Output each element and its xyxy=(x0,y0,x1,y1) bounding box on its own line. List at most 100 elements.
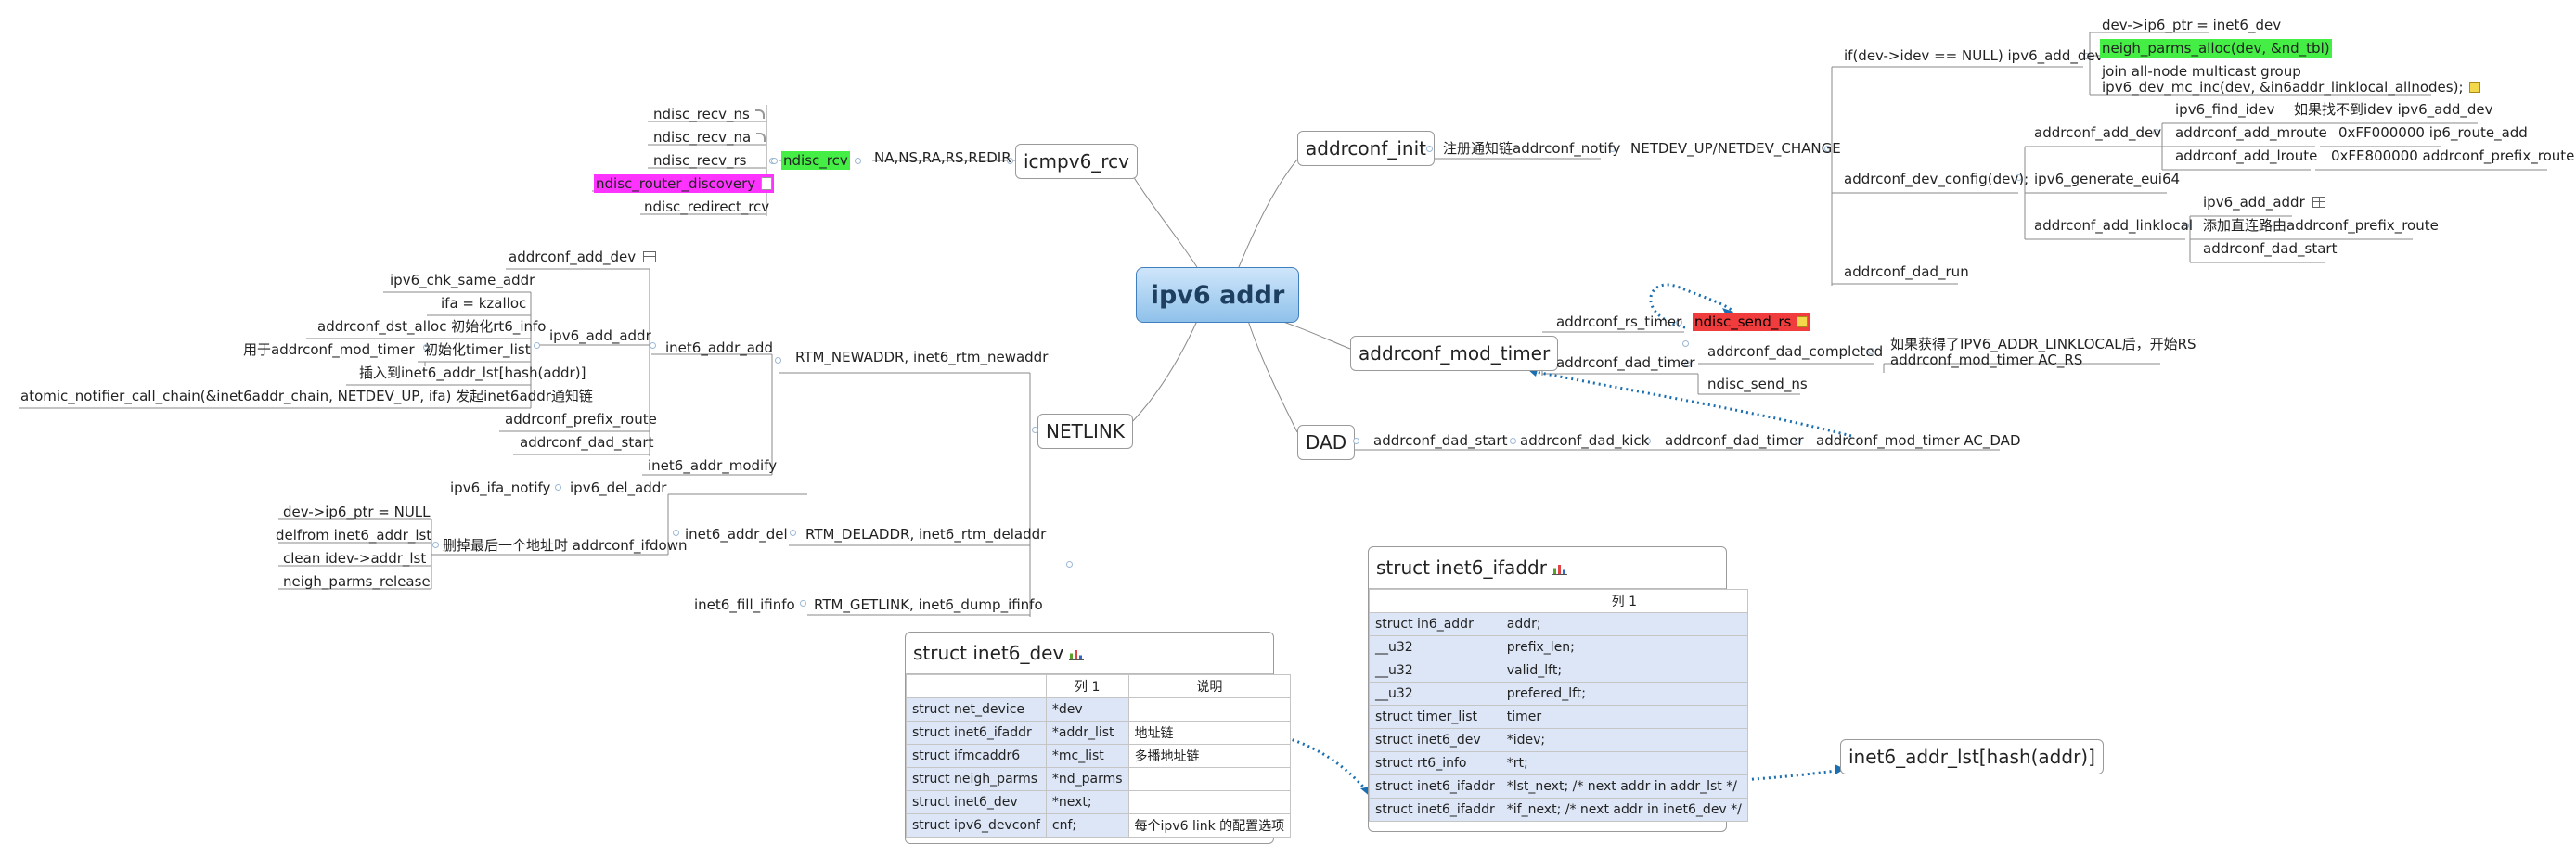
netlink-add-item[interactable]: atomic_notifier_call_chain(&inet6addr_ch… xyxy=(20,388,593,404)
netlink-getlink[interactable]: RTM_GETLINK, inet6_dump_ifinfo xyxy=(814,596,1043,613)
collapse-dot[interactable] xyxy=(2153,129,2159,135)
netlink-dad-start[interactable]: addrconf_dad_start xyxy=(520,434,654,451)
init-join-line1[interactable]: join all-node multicast group xyxy=(2102,63,2301,80)
init-dad-start[interactable]: addrconf_dad_start xyxy=(2203,240,2338,257)
collapse-dot[interactable] xyxy=(855,158,861,164)
collapse-dot[interactable] xyxy=(1426,146,1433,152)
collapse-dot[interactable] xyxy=(1353,438,1359,444)
init-add-mroute[interactable]: addrconf_add_mroute xyxy=(2175,124,2327,141)
netlink-add-item[interactable]: 初始化timer_list xyxy=(424,341,531,358)
topic-dad[interactable]: DAD xyxy=(1297,425,1356,460)
collapse-dot[interactable] xyxy=(673,530,679,536)
netlink-deladdr[interactable]: RTM_DELADDR, inet6_rtm_deladdr xyxy=(805,526,1047,543)
netlink-add-item[interactable]: ifa = kzalloc xyxy=(441,295,527,312)
init-if-null[interactable]: if(dev->idev == NULL) ipv6_add_dev xyxy=(1844,47,2104,64)
topic-netlink[interactable]: NETLINK xyxy=(1037,414,1133,449)
init-neigh[interactable]: neigh_parms_alloc(dev, &nd_tbl) xyxy=(2100,39,2332,58)
collapse-dot[interactable] xyxy=(1609,146,1616,152)
timer-dad-completed[interactable]: addrconf_dad_completed xyxy=(1707,343,1884,360)
init-ptr[interactable]: dev->ip6_ptr = inet6_dev xyxy=(2102,17,2282,33)
timer-send-ns[interactable]: ndisc_send_ns xyxy=(1707,376,1808,392)
timer-completed-note2[interactable]: addrconf_mod_timer AC_RS xyxy=(1890,352,2083,368)
netlink-ipv6-add-addr[interactable]: ipv6_add_addr xyxy=(549,327,651,344)
netlink-addr-add[interactable]: inet6_addr_add xyxy=(665,339,773,356)
collapse-dot[interactable] xyxy=(1682,340,1689,347)
timer-dad-timer[interactable]: addrconf_dad_timer xyxy=(1556,354,1695,371)
netlink-add-dev-node[interactable]: addrconf_add_dev xyxy=(507,248,658,266)
topic-inet6-addr-lst[interactable]: inet6_addr_lst[hash(addr)] xyxy=(1840,739,2104,774)
collapse-dot[interactable] xyxy=(2183,223,2189,229)
collapse-dot[interactable] xyxy=(432,542,439,548)
netlink-ifdown-item[interactable]: neigh_parms_release xyxy=(283,573,431,590)
init-find-idev[interactable]: ipv6_find_idev xyxy=(2175,101,2275,118)
collapse-dot[interactable] xyxy=(1032,427,1038,433)
netlink-ifdown-item[interactable]: delfrom inet6_addr_lst xyxy=(276,527,432,544)
collapse-dot[interactable] xyxy=(775,357,781,364)
icmp-item-node[interactable]: ndisc_router_discovery xyxy=(594,174,775,193)
collapse-dot[interactable] xyxy=(790,530,796,536)
topic-addrconf-mod-timer[interactable]: addrconf_mod_timer xyxy=(1350,336,1559,371)
collapse-dot[interactable] xyxy=(1644,438,1651,444)
init-lroute-val[interactable]: 0xFE800000 addrconf_prefix_route xyxy=(2331,147,2575,164)
netlink-add-item[interactable]: 插入到inet6_addr_lst[hash(addr)] xyxy=(359,365,586,381)
icmp-item-node[interactable]: ndisc_recv_rs xyxy=(651,151,748,170)
topic-addrconf-init[interactable]: addrconf_init xyxy=(1297,131,1436,166)
netlink-fill-ifinfo[interactable]: inet6_fill_ifinfo xyxy=(694,596,795,613)
init-dev-config[interactable]: addrconf_dev_config(dev); xyxy=(1844,171,2029,187)
root-node[interactable]: ipv6 addr xyxy=(1136,267,1299,323)
netlink-timer-note[interactable]: 用于addrconf_mod_timer xyxy=(243,341,415,358)
timer-completed-note1[interactable]: 如果获得了IPV6_ADDR_LINKLOCAL后，开始RS xyxy=(1890,336,2196,352)
icmp-item-node[interactable]: ndisc_redirect_rcv xyxy=(642,198,771,216)
collapse-dot[interactable] xyxy=(2083,53,2090,59)
icmp-item-node[interactable]: ndisc_recv_na xyxy=(651,128,767,147)
netlink-prefix-route[interactable]: addrconf_prefix_route xyxy=(505,411,657,428)
collapse-dot[interactable] xyxy=(1868,348,1874,354)
init-add-dev[interactable]: addrconf_add_dev xyxy=(2034,124,2162,141)
ndisc-rcv-node[interactable]: ndisc_rcv xyxy=(781,151,850,170)
collapse-dot[interactable] xyxy=(800,600,806,607)
dad-chain-item[interactable]: addrconf_mod_timer AC_DAD xyxy=(1816,432,2021,449)
netlink-ifa-notify[interactable]: ipv6_ifa_notify xyxy=(450,480,551,496)
init-mroute-val[interactable]: 0xFF000000 ip6_route_add xyxy=(2338,124,2528,141)
timer-rs-timer[interactable]: addrconf_rs_timer xyxy=(1556,313,1682,330)
collapse-dot[interactable] xyxy=(1007,158,1013,164)
collapse-dot[interactable] xyxy=(650,342,656,349)
collapse-dot[interactable] xyxy=(1676,319,1682,326)
collapse-dot[interactable] xyxy=(1684,361,1691,367)
icmp-branch-label[interactable]: NA,NS,RA,RS,REDIR xyxy=(874,149,1011,166)
init-add-lroute[interactable]: addrconf_add_lroute xyxy=(2175,147,2318,164)
dad-chain-item[interactable]: addrconf_dad_start xyxy=(1373,432,1508,449)
netlink-ifdown-item[interactable]: clean idev->addr_lst xyxy=(283,550,427,567)
netlink-addr-modify[interactable]: inet6_addr_modify xyxy=(648,457,778,474)
init-find-idev-note[interactable]: 如果找不到idev ipv6_add_dev xyxy=(2294,101,2493,118)
collapse-dot[interactable] xyxy=(534,342,540,349)
timer-send-rs-node[interactable]: ndisc_send_rs xyxy=(1693,313,1810,331)
init-ipv6-add-addr-node[interactable]: ipv6_add_addr xyxy=(2201,193,2327,211)
init-notify[interactable]: 注册通知链addrconf_notify xyxy=(1443,140,1621,157)
collapse-dot[interactable] xyxy=(555,484,561,491)
init-add-linklocal[interactable]: addrconf_add_linklocal xyxy=(2034,217,2193,234)
init-gen-eui64[interactable]: ipv6_generate_eui64 xyxy=(2034,171,2181,187)
netlink-ifdown[interactable]: 删掉最后一个地址时 addrconf_ifdown xyxy=(443,537,688,554)
collapse-dot[interactable] xyxy=(2016,174,2022,181)
dad-chain-item[interactable]: addrconf_dad_timer xyxy=(1665,432,1804,449)
icmp-item-node[interactable]: ndisc_recv_ns xyxy=(651,105,766,123)
netlink-ifdown-item[interactable]: dev->ip6_ptr = NULL xyxy=(283,504,431,520)
collapse-dot[interactable] xyxy=(771,158,778,164)
netlink-del-addr[interactable]: ipv6_del_addr xyxy=(570,480,667,496)
collapse-dot[interactable] xyxy=(1510,438,1516,444)
dad-chain-item[interactable]: addrconf_dad_kick xyxy=(1520,432,1650,449)
init-dad-run[interactable]: addrconf_dad_run xyxy=(1844,263,1969,280)
init-join-node[interactable]: ipv6_dev_mc_inc(dev, &in6addr_linklocal_… xyxy=(2100,78,2482,96)
collapse-dot[interactable] xyxy=(1066,561,1073,568)
netlink-addr-del[interactable]: inet6_addr_del xyxy=(685,526,788,543)
init-direct-route[interactable]: 添加直连路由addrconf_prefix_route xyxy=(2203,217,2439,234)
collapse-dot[interactable] xyxy=(1795,438,1801,444)
netlink-add-item[interactable]: ipv6_chk_same_addr xyxy=(390,272,535,288)
init-event[interactable]: NETDEV_UP/NETDEV_CHANGE xyxy=(1630,140,1841,157)
netlink-add-item[interactable]: addrconf_dst_alloc 初始化rt6_info xyxy=(317,318,547,335)
topic-icmpv6-rcv[interactable]: icmpv6_rcv xyxy=(1015,144,1138,179)
netlink-newaddr[interactable]: RTM_NEWADDR, inet6_rtm_newaddr xyxy=(795,349,1049,365)
